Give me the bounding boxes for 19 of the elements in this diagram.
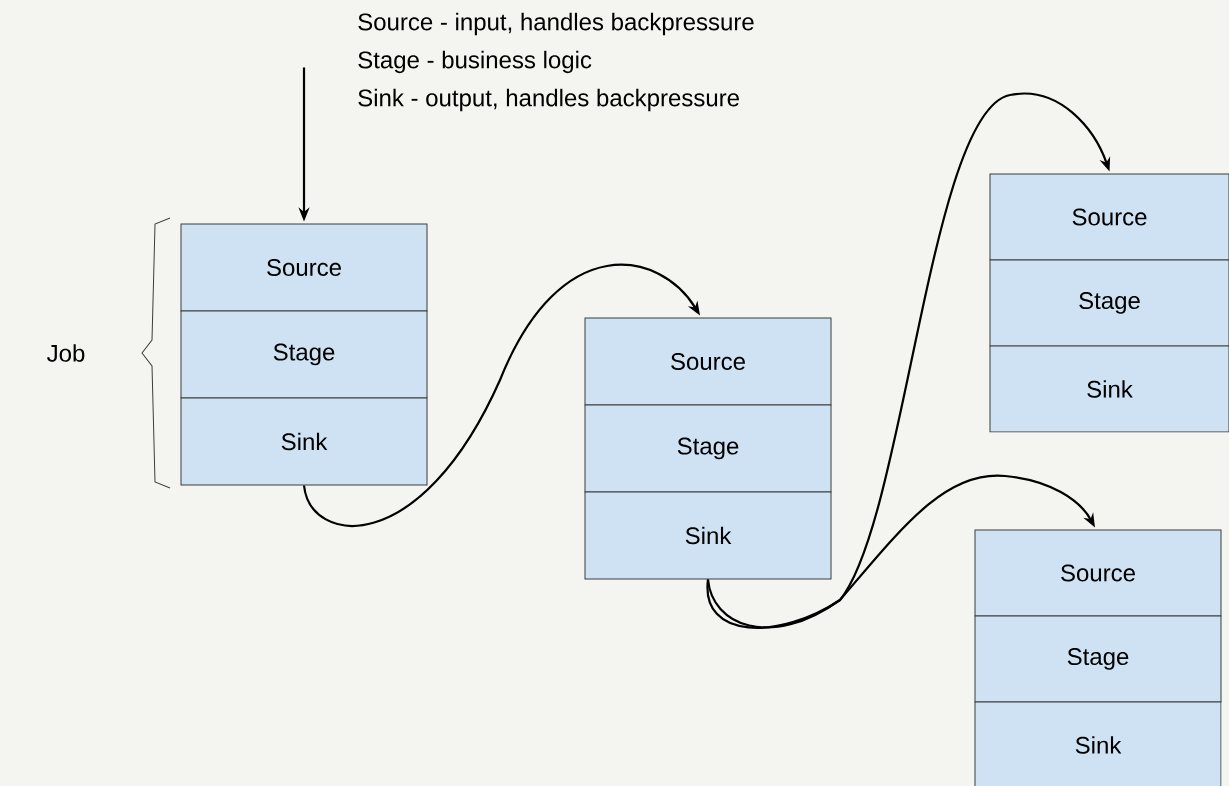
stage-cell: Stage: [180, 310, 428, 399]
arrow: [706, 92, 1111, 629]
stage-cell: Sink: [989, 345, 1229, 433]
stage-cell: Source: [584, 317, 832, 406]
arrow: [706, 474, 1095, 629]
stage-cell: Source: [180, 223, 428, 312]
stage-cell: Stage: [584, 404, 832, 493]
stage-cell: Source: [974, 529, 1222, 617]
note-text: Source - input, handles backpressure: [358, 12, 754, 36]
stage-cell: Sink: [584, 491, 832, 580]
stage-cell: Stage: [974, 615, 1222, 703]
stage-cell: Sink: [974, 701, 1222, 786]
note-text: Stage - business logic: [358, 50, 592, 74]
arrow: [302, 263, 700, 527]
note-text: Sink - output, handles backpressure: [358, 88, 739, 112]
group-label: Job: [47, 344, 85, 362]
stage-cell: Source: [989, 173, 1229, 261]
stage-cell: Stage: [989, 259, 1229, 347]
stage-cell: Sink: [180, 397, 428, 486]
